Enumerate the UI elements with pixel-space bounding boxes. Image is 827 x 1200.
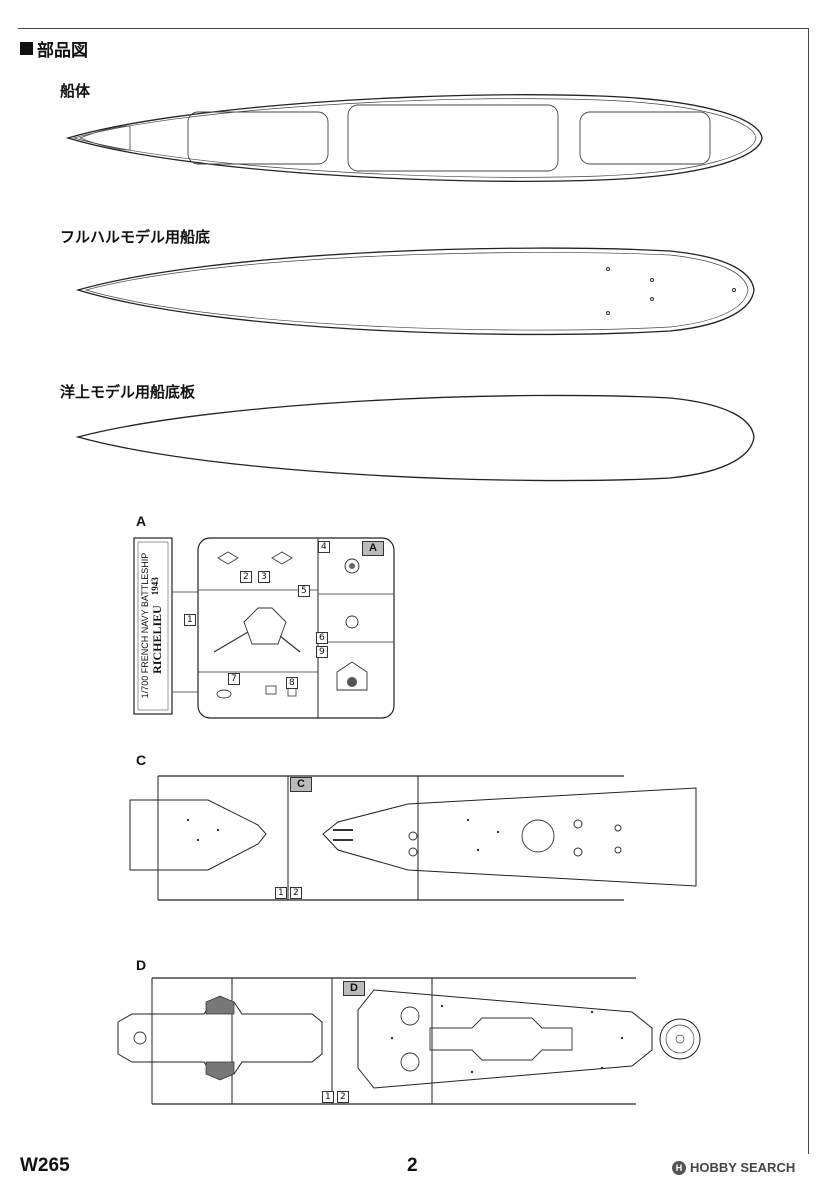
part-number-a6: 6 [316,632,328,644]
page-number: 2 [407,1155,418,1176]
full-hull-bottom-label: フルハルモデル用船底 [60,228,211,246]
sprue-a-title-line3: 1943 [150,577,161,596]
part-number-a8: 8 [286,677,298,689]
sprue-a-tag: A [362,541,384,556]
sprue-a-title-line2: RICHELIEU [150,605,165,675]
part-number-c1: 1 [275,887,287,899]
part-number-d1: 1 [322,1091,334,1103]
bullet-square-icon [20,42,33,55]
part-number-a5: 5 [298,585,310,597]
part-number-a9: 9 [316,646,328,658]
part-number-a7: 7 [228,673,240,685]
section-title: 部品図 [37,41,88,61]
page-frame [18,28,809,1154]
sprue-d-drawing [117,977,701,1105]
watermark-text: HOBBY SEARCH [690,1160,796,1175]
waterline-plate-drawing [75,394,755,482]
part-number-a3: 3 [258,571,270,583]
full-hull-bottom-drawing [75,247,755,336]
sprue-c-drawing [129,775,697,901]
waterline-plate-label: 洋上モデル用船底板 [60,383,196,401]
part-number-d2: 2 [337,1091,349,1103]
watermark: H HOBBY SEARCH [672,1160,795,1175]
part-number-c2: 2 [290,887,302,899]
hull-label: 船体 [60,82,91,100]
sprue-a-title-box: 1/700 FRENCH NAVY BATTLESHIP RICHELIEU 1… [134,538,172,714]
sprue-d-label: D [136,957,147,973]
part-number-a1: 1 [184,614,196,626]
sprue-d-tag: D [343,981,365,996]
hobby-search-logo-icon: H [672,1160,686,1175]
part-number-a4: 4 [318,541,330,553]
hull-drawing [65,94,763,182]
product-code: W265 [20,1155,70,1176]
sprue-a-label: A [136,513,147,529]
sprue-c-label: C [136,752,147,768]
sprue-c-tag: C [290,777,312,792]
sprue-a-drawing [133,537,395,719]
part-number-a2: 2 [240,571,252,583]
section-heading: 部品図 [20,36,88,61]
